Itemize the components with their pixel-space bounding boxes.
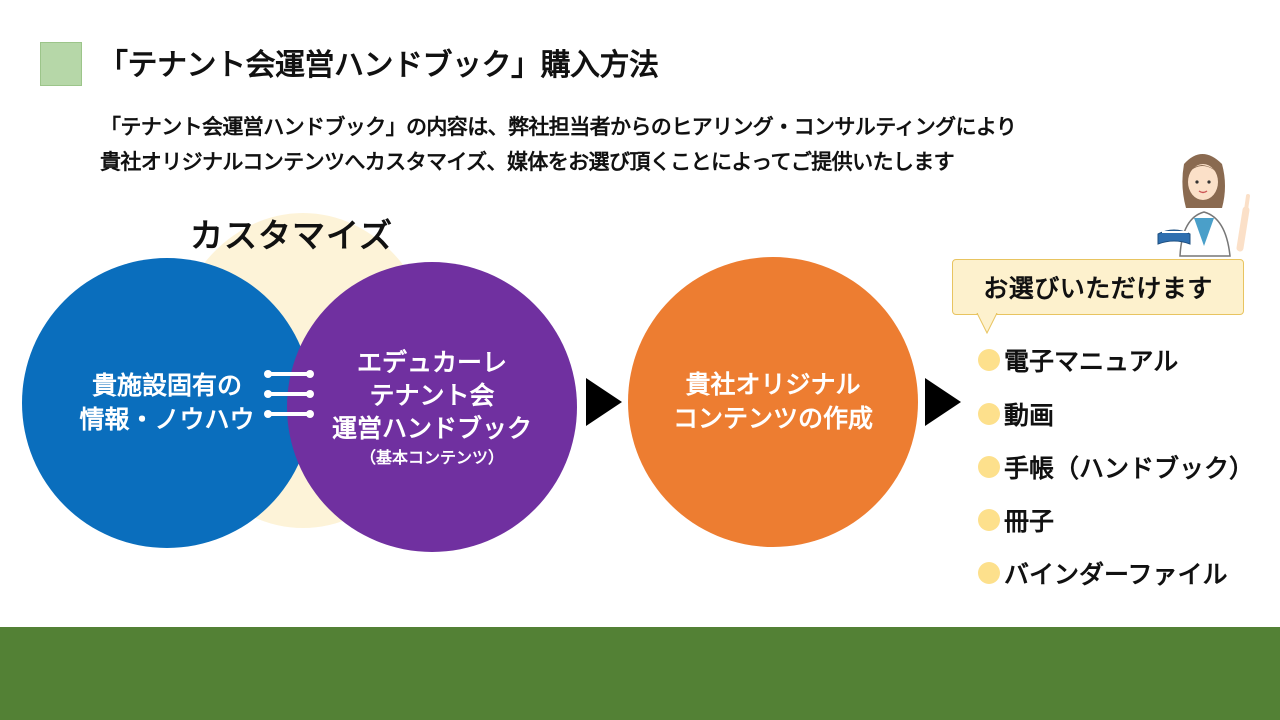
bullet-dot-icon	[978, 349, 1000, 371]
handbook-circle: エデュカーレ テナント会 運営ハンドブック （基本コンテンツ）	[287, 262, 577, 552]
facility-info-line-1: 貴施設固有の	[91, 371, 242, 400]
facility-info-circle: 貴施設固有の 情報・ノウハウ	[22, 258, 312, 548]
handbook-line-1: エデュカーレ	[356, 347, 507, 377]
list-item: 電子マニュアル	[978, 340, 1178, 380]
bullet-dot-icon	[978, 509, 1000, 531]
list-item: バインダーファイル	[978, 553, 1228, 593]
callout-bubble: お選びいただけます	[952, 259, 1244, 315]
media-option-label: 電子マニュアル	[1004, 347, 1179, 376]
facility-info-line-2: 情報・ノウハウ	[79, 405, 255, 434]
intro-line-1: 「テナント会運営ハンドブック」の内容は、弊社担当者からのヒアリング・コンサルティ…	[100, 115, 1017, 139]
handbook-line-3: 運営ハンドブック	[331, 413, 532, 443]
bullet-dot-icon	[978, 562, 1000, 584]
original-content-line-2: コンテンツの作成	[672, 404, 873, 433]
customize-label: カスタマイズ	[190, 216, 394, 255]
intro-line-2: 貴社オリジナルコンテンツへカスタマイズ、媒体をお選び頂くことによってご提供いたし…	[100, 150, 955, 174]
title-marker	[40, 42, 82, 86]
page-title: 「テナント会運営ハンドブック」購入方法	[98, 48, 659, 83]
media-option-label: バインダーファイル	[1004, 560, 1228, 589]
media-option-label: 手帳（ハンドブック）	[1004, 454, 1255, 483]
bullet-dot-icon	[978, 456, 1000, 478]
connector-lines-icon	[264, 370, 314, 418]
original-content-line-1: 貴社オリジナル	[685, 370, 861, 399]
callout-tail	[976, 313, 998, 335]
bullet-dot-icon	[978, 403, 1000, 425]
arrow-right-icon	[586, 378, 622, 426]
list-item: 冊子	[978, 500, 1054, 540]
media-option-label: 動画	[1004, 401, 1055, 430]
handbook-sub: （基本コンテンツ）	[359, 447, 504, 467]
original-content-circle: 貴社オリジナル コンテンツの作成	[628, 257, 918, 547]
media-option-label: 冊子	[1004, 507, 1055, 536]
footer-bar	[0, 627, 1280, 720]
list-item: 動画	[978, 394, 1054, 434]
list-item: 手帳（ハンドブック）	[978, 447, 1254, 487]
arrow-right-icon	[925, 378, 961, 426]
presenter-illustration-icon	[1157, 154, 1250, 257]
handbook-line-2: テナント会	[369, 380, 495, 410]
